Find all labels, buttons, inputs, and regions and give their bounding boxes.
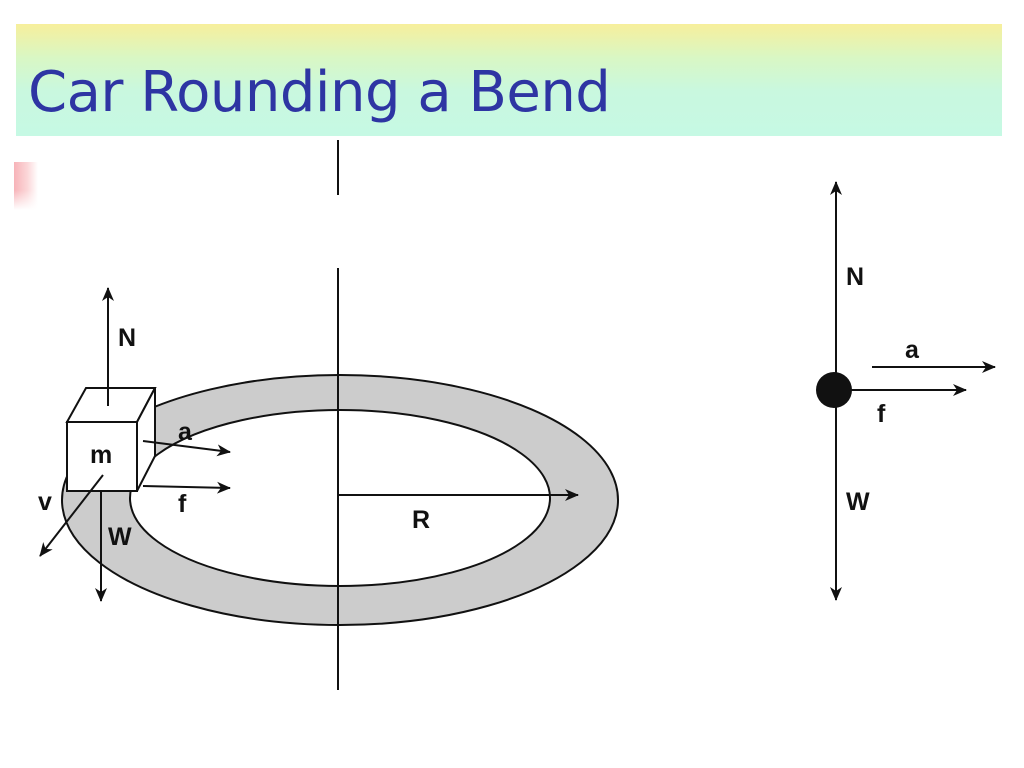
radius-label: R <box>412 506 430 534</box>
fbd-normal-label: N <box>846 263 864 291</box>
car-acceleration-arrow <box>142 440 231 457</box>
car-block <box>65 387 157 492</box>
fbd-weight-label: W <box>846 488 870 516</box>
car-friction-arrow <box>142 481 231 494</box>
car-weight-label: W <box>108 523 132 551</box>
page-title: Car Rounding a Bend <box>28 60 611 125</box>
fbd-acceleration-label: a <box>905 336 920 364</box>
fbd-point-mass <box>816 372 852 408</box>
car-velocity-arrow <box>39 474 104 557</box>
car-friction-label: f <box>178 490 187 518</box>
car-normal-label: N <box>118 324 136 352</box>
car-acceleration-label: a <box>178 418 193 446</box>
bullet-accent <box>14 162 38 210</box>
title-bar: Car Rounding a Bend <box>16 24 1002 136</box>
fbd-friction-label: f <box>877 400 886 428</box>
mass-label: m <box>90 441 112 469</box>
car-velocity-label: v <box>38 488 52 516</box>
free-body-diagram <box>816 181 996 601</box>
